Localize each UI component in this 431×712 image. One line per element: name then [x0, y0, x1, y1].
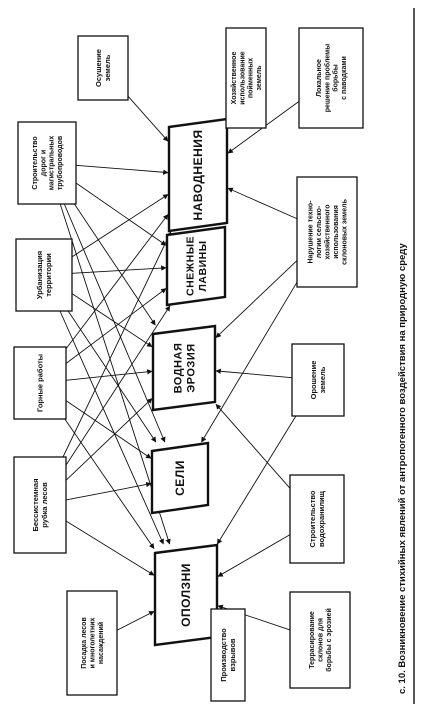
arrow-f-reservoir-to-erosion	[215, 403, 291, 489]
box-f-mining	[13, 346, 67, 420]
arrow-f-irrigation-to-landslides	[216, 415, 297, 545]
label-avalanches: СНЕЖНЫЕЛАВИНЫ	[184, 236, 209, 296]
node-f-floodplain: Хозяйственноеиспользованиепойменныхземел…	[225, 27, 267, 129]
arrow-f-urban-to-landslides	[59, 310, 164, 545]
node-f-reservoir: Строительствоводохранилищ	[289, 474, 345, 564]
arrow-f-agrotech-to-mudflows	[201, 281, 298, 443]
node-floods: НАВОДНЕНИЯ	[167, 117, 229, 233]
box-floods	[167, 117, 229, 233]
box-avalanches	[165, 225, 227, 307]
node-f-urban: Урбанизациятерритории	[15, 238, 73, 312]
label-mudflows: СЕЛИ	[173, 460, 187, 496]
box-f-reservoir	[289, 474, 345, 564]
label-landslides: ОПОЛЗНИ	[179, 563, 193, 627]
node-landslides: ОПОЛЗНИ	[153, 543, 219, 647]
node-f-terracing: Террасированиесклонов дляборьбы с эрозие…	[289, 591, 351, 689]
box-f-planting	[66, 590, 118, 696]
arrow-f-urban-to-avalanches	[71, 265, 167, 274]
arrow-f-construction-to-avalanches	[75, 182, 167, 246]
node-f-construction: Строительстводорог имагистральныхтрубопр…	[17, 121, 77, 205]
arrow-f-irrigation-to-erosion	[215, 368, 293, 379]
arrow-f-logging-to-erosion	[65, 398, 153, 481]
node-f-irrigation: Орошениеземель	[291, 343, 345, 417]
arrow-f-urban-to-floods	[71, 194, 169, 258]
arrow-f-construction-to-floods	[75, 164, 169, 175]
label-f-planting: Посадка лесови многолетнихнасаждений	[81, 617, 105, 669]
arrow-f-mining-to-floods	[65, 214, 169, 350]
arrow-f-drainage-to-floods	[127, 95, 169, 142]
label-f-local: Локальноерешение проблемыборьбыс паводка…	[316, 44, 348, 113]
box-f-floodplain	[225, 27, 267, 129]
arrow-f-agrotech-to-floods	[227, 187, 298, 220]
label-f-urban: Урбанизациятерритории	[35, 251, 53, 299]
arrow-f-mining-to-avalanches	[65, 288, 167, 364]
node-f-mining: Горные работы	[13, 346, 67, 420]
node-f-agrotech: Нарушение техно-логии сельско-хозяйствен…	[296, 176, 358, 288]
label-f-blasting: Производствовзрывов	[219, 628, 237, 682]
arrow-f-construction-to-mudflows	[63, 203, 166, 443]
label-f-irrigation: Орошениеземель	[309, 361, 327, 400]
arrow-f-reservoir-to-landslides	[217, 534, 291, 577]
arrow-f-urban-to-erosion	[71, 293, 153, 348]
box-f-drainage	[77, 35, 129, 101]
label-floods: НАВОДНЕНИЯ	[191, 129, 205, 220]
box-f-construction	[17, 121, 77, 205]
arrow-f-urban-to-mudflows	[67, 310, 157, 443]
node-f-blasting: Производствовзрывов	[210, 608, 246, 702]
diagram-nodes: НАВОДНЕНИЯ СНЕЖНЫЕЛАВИНЫ ВОДНАЯЭРОЗИЯ СЕЛИ О…	[13, 27, 364, 702]
node-erosion: ВОДНАЯЭРОЗИЯ	[151, 324, 217, 412]
label-f-floodplain: Хозяйственноеиспользованиепойменныхземел…	[230, 51, 263, 104]
label-f-terracing: Террасированиесклонов дляборьбы с эрозие…	[309, 608, 333, 672]
node-f-logging: Бессистемнаярубка лесов	[13, 456, 67, 554]
arrow-f-construction-to-erosion	[74, 203, 156, 326]
arrow-f-mining-to-mudflows	[65, 400, 152, 459]
node-avalanches: СНЕЖНЫЕЛАВИНЫ	[165, 225, 227, 307]
arrow-f-mining-to-landslides	[64, 418, 155, 549]
label-erosion: ВОДНАЯЭРОЗИЯ	[172, 343, 197, 394]
box-f-irrigation	[291, 343, 345, 417]
node-f-drainage: Осушениеземель	[77, 35, 129, 101]
arrow-f-agrotech-to-erosion	[215, 260, 298, 338]
label-f-construction: Строительстводорог имагистральныхтрубопр…	[32, 135, 64, 190]
label-f-logging: Бессистемнаярубка лесов	[31, 479, 49, 532]
box-f-agrotech	[296, 176, 358, 288]
box-mudflows	[150, 441, 210, 515]
arrow-f-planting-to-landslides	[116, 610, 155, 631]
label-f-reservoir: Строительствоводохранилищ	[308, 490, 326, 547]
arrow-f-logging-to-landslides	[65, 520, 155, 576]
box-f-blasting	[210, 608, 246, 702]
node-f-local: Локальноерешение проблемыборьбыс паводка…	[298, 27, 364, 129]
arrow-f-logging-to-avalanches	[65, 305, 171, 466]
box-f-terracing	[289, 591, 351, 689]
arrow-f-logging-to-mudflows	[65, 481, 152, 501]
box-erosion	[151, 324, 217, 412]
label-f-agrotech: Нарушение техно-логии сельско-хозяйствен…	[308, 198, 349, 264]
figure-caption: с. 10. Возникновение стихийных явлений о…	[397, 243, 408, 694]
arrow-f-mining-to-erosion	[65, 369, 153, 381]
node-mudflows: СЕЛИ	[150, 441, 210, 515]
label-f-drainage: Осушениеземель	[94, 49, 112, 87]
arrow-f-logging-to-floods	[62, 231, 172, 458]
box-f-local	[298, 27, 364, 129]
box-f-urban	[15, 238, 73, 312]
node-f-planting: Посадка лесови многолетнихнасаждений	[66, 590, 118, 696]
label-f-mining: Горные работы	[36, 354, 45, 412]
box-f-logging	[13, 456, 67, 554]
